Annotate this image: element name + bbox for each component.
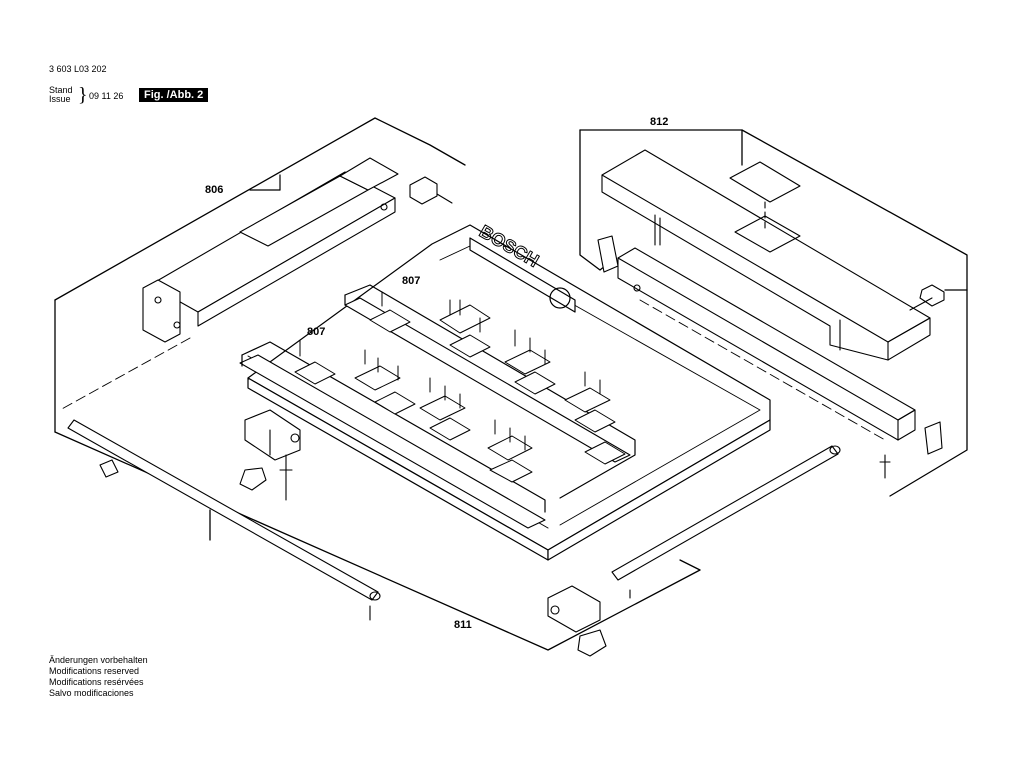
footnotes: Änderungen vorbehalten Modifications res… xyxy=(49,655,148,699)
part-811-rod-right xyxy=(611,445,841,599)
part-807-rails xyxy=(239,297,631,529)
part-811-clamp-right xyxy=(547,585,607,657)
callout-806: 806 xyxy=(205,184,223,196)
figure-label: Fig. /Abb. 2 xyxy=(139,88,209,102)
footnote-de: Änderungen vorbehalten xyxy=(49,655,148,665)
part-806-rail xyxy=(142,157,453,343)
footnote-en: Modifications reserved xyxy=(49,666,140,676)
slide-pads-lower xyxy=(294,361,533,483)
assembly-807-lower-outline xyxy=(241,341,546,513)
brace-icon: } xyxy=(78,84,88,106)
assembly-806-outline xyxy=(54,117,466,433)
callout-807-lower: 807 xyxy=(307,326,325,338)
stand-label: Stand xyxy=(49,85,73,95)
slide-pads-upper xyxy=(369,304,626,465)
part-812-fence-cover xyxy=(601,149,945,361)
screws xyxy=(299,291,601,451)
issue-label: Issue xyxy=(49,94,71,104)
callout-812: 812 xyxy=(650,116,668,128)
issue-date: 09 11 26 xyxy=(89,91,124,101)
assembly-807-upper-outline xyxy=(344,284,636,499)
part-812-fence-rail xyxy=(597,235,943,479)
issue-stamp: Stand Issue } 09 11 26 Fig. /Abb. 2 xyxy=(49,84,249,110)
part-811-rod-left xyxy=(67,419,381,621)
callout-807-upper: 807 xyxy=(402,275,420,287)
document-number: 3 603 L03 202 xyxy=(49,64,107,74)
brand-emblem-icon xyxy=(549,287,571,309)
part-811-clamp-left xyxy=(239,409,301,501)
footnote-fr: Modifications resérvées xyxy=(49,677,144,687)
callout-811: 811 xyxy=(454,619,472,631)
footnote-es: Salvo modificaciones xyxy=(49,688,134,698)
